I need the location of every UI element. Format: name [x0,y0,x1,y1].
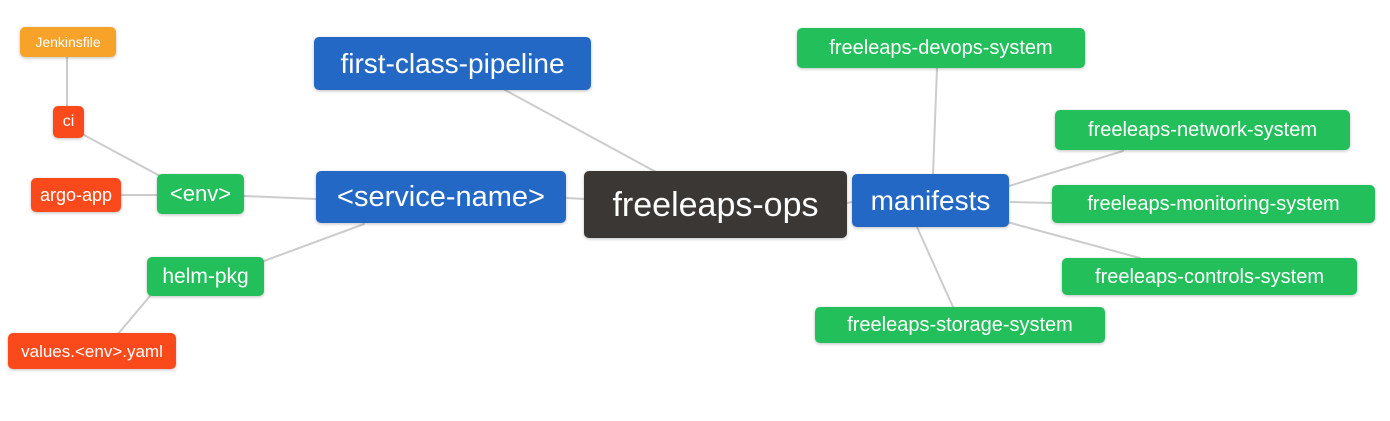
edge-helm-pkg-to-values-env-yaml [117,295,151,335]
node-env[interactable]: <env> [157,174,244,214]
edge-ci-to-env [83,134,161,177]
node-freeleaps-ops[interactable]: freeleaps-ops [584,171,847,238]
node-manifests[interactable]: manifests [852,174,1009,227]
node-service-name[interactable]: <service-name> [316,171,566,223]
edge-manifests-to-freeleaps-controls-system [1006,221,1141,259]
edge-manifests-to-freeleaps-network-system [1008,150,1124,187]
node-helm-pkg[interactable]: helm-pkg [147,257,264,296]
node-jenkinsfile[interactable]: Jenkinsfile [20,27,116,57]
node-freeleaps-devops-system[interactable]: freeleaps-devops-system [797,28,1085,68]
edge-helm-pkg-to-service-name [263,223,365,262]
node-freeleaps-network-system[interactable]: freeleaps-network-system [1055,110,1350,150]
node-freeleaps-storage-system[interactable]: freeleaps-storage-system [815,307,1105,343]
node-argo-app[interactable]: argo-app [31,178,121,212]
node-values-env-yaml[interactable]: values.<env>.yaml [8,333,176,369]
edge-manifests-to-freeleaps-monitoring-system [1010,201,1053,204]
edge-service-name-to-freeleaps-ops [566,197,586,200]
node-first-class-pipeline[interactable]: first-class-pipeline [314,37,591,90]
node-freeleaps-monitoring-system[interactable]: freeleaps-monitoring-system [1052,185,1375,223]
edge-manifests-to-freeleaps-storage-system [916,226,954,308]
edge-manifests-to-freeleaps-devops-system [932,67,938,175]
edge-first-class-pipeline-to-freeleaps-ops [504,89,657,173]
node-freeleaps-controls-system[interactable]: freeleaps-controls-system [1062,258,1357,295]
edge-env-to-service-name [243,195,317,200]
node-ci[interactable]: ci [53,106,84,138]
